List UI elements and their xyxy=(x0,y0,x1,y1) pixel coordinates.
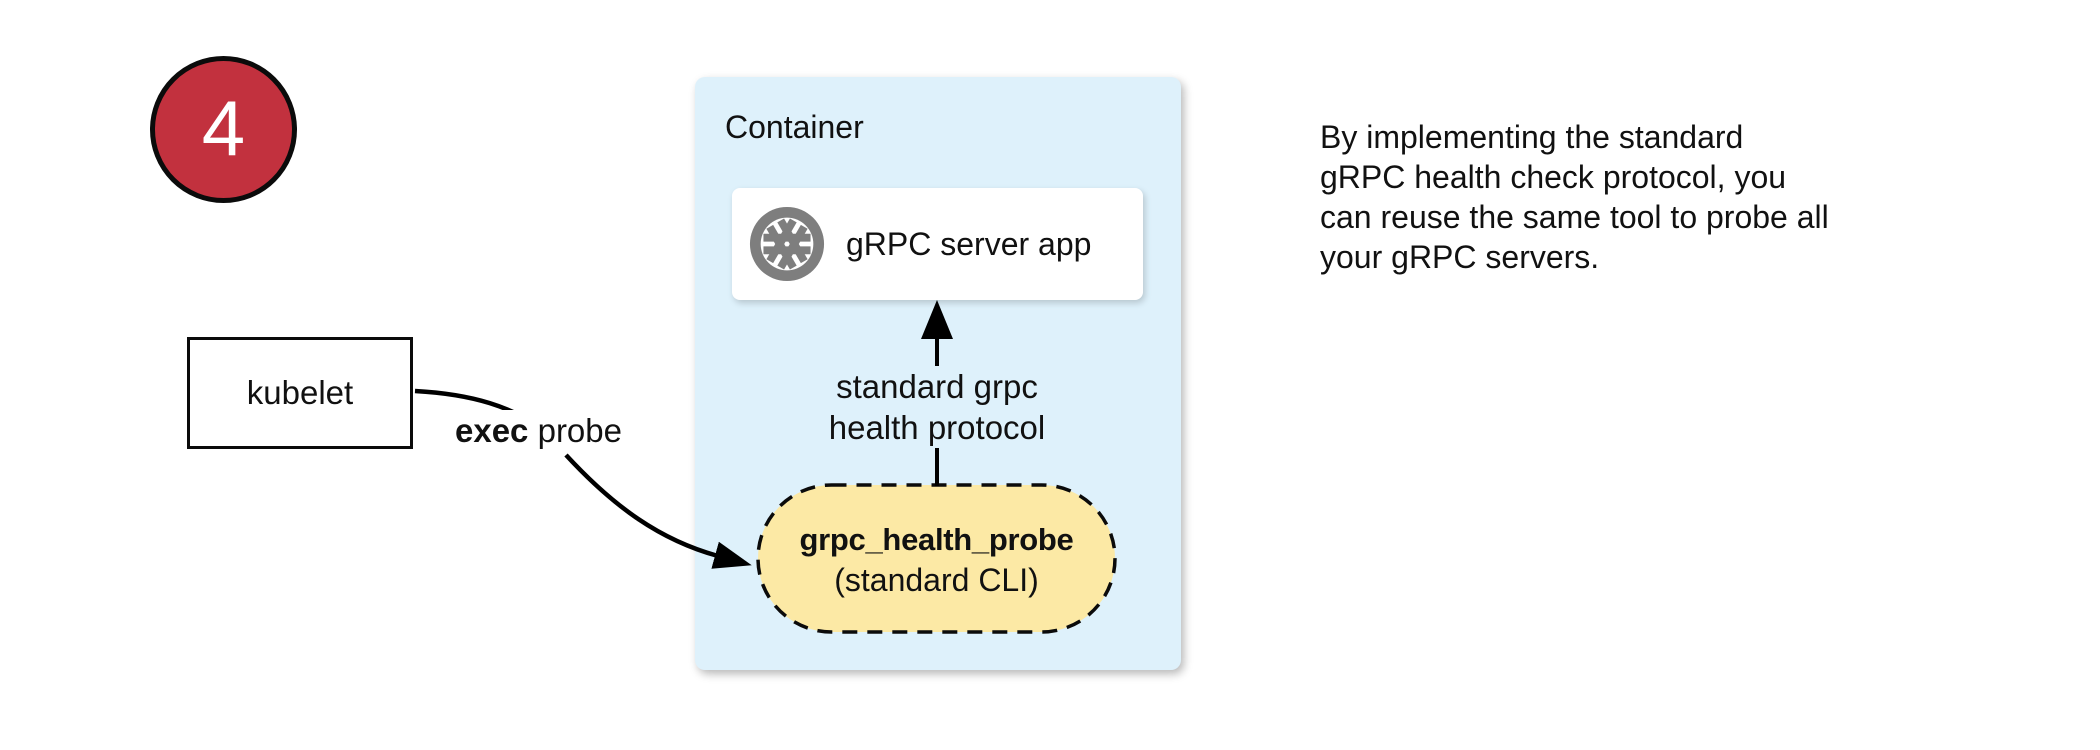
step-badge: 4 xyxy=(150,56,297,203)
exec-probe-label-rest: probe xyxy=(528,412,622,449)
aperture-icon xyxy=(749,206,825,282)
note-line: can reuse the same tool to probe all xyxy=(1320,199,1829,235)
container-title: Container xyxy=(725,109,864,145)
note-text: By implementing the standard gRPC health… xyxy=(1320,117,1829,277)
probe-pill-title: grpc_health_probe xyxy=(799,521,1074,557)
protocol-label-line2: health protocol xyxy=(828,409,1046,446)
kubelet-box: kubelet xyxy=(187,337,413,449)
protocol-arrow-label: standard grpc health protocol xyxy=(813,366,1061,448)
grpc-health-probe-pill-label: grpc_health_probe (standard CLI) xyxy=(758,487,1115,632)
step-number: 4 xyxy=(201,83,246,172)
protocol-label-line1: standard grpc xyxy=(836,368,1038,405)
kubelet-label: kubelet xyxy=(246,374,354,411)
grpc-server-box: gRPC server app xyxy=(732,188,1143,300)
exec-probe-label: exec probe xyxy=(449,410,628,452)
note-line: your gRPC servers. xyxy=(1320,239,1600,275)
probe-pill-subtitle: (standard CLI) xyxy=(834,561,1039,598)
note-line: gRPC health check protocol, you xyxy=(1320,159,1787,195)
note-line: By implementing the standard xyxy=(1320,119,1744,155)
exec-probe-label-bold: exec xyxy=(455,412,529,449)
grpc-server-label: gRPC server app xyxy=(846,225,1092,262)
